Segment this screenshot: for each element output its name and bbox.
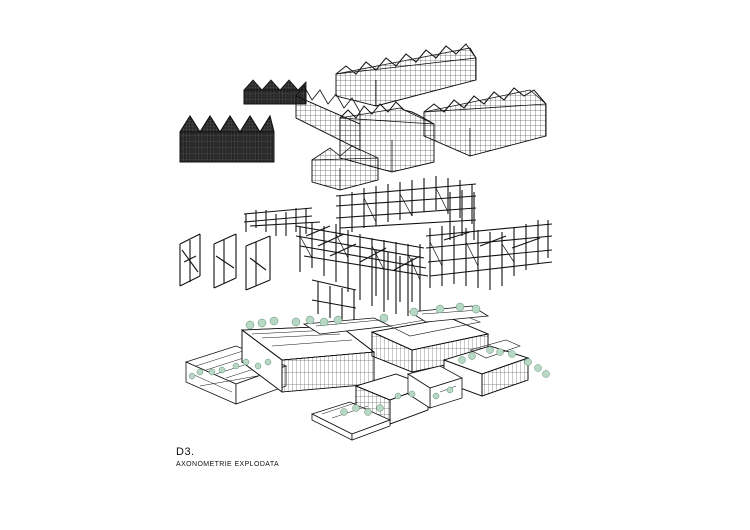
frame-braces [299, 187, 515, 281]
greenhouse-front-small [311, 145, 379, 191]
building-right-courtyard [442, 339, 530, 397]
trees-left-terrace [188, 358, 272, 380]
ground-layer [184, 305, 530, 441]
frame-left-group [179, 233, 271, 291]
tree-layer [188, 302, 550, 416]
drawing-title: AXONOMETRIE EXPLODATA [176, 461, 280, 468]
trees-front [340, 386, 454, 416]
frame-main-cluster [243, 176, 553, 322]
drawing-code: D3. [176, 446, 195, 458]
terrace-front [310, 401, 392, 441]
trees-top-row [245, 302, 481, 330]
greenhouse-top-large [335, 43, 477, 107]
building-right-middle [406, 365, 464, 409]
trees-right-courtyard [458, 346, 550, 378]
frame-layer [179, 176, 553, 322]
building-long-left [240, 325, 376, 393]
greenhouse-dark-left [179, 114, 275, 163]
greenhouse-dark-small [243, 79, 307, 105]
greenhouse-right [423, 87, 547, 157]
roof-layer [179, 43, 547, 191]
drawing-caption: D3. AXONOMETRIE EXPLODATA [176, 446, 279, 469]
